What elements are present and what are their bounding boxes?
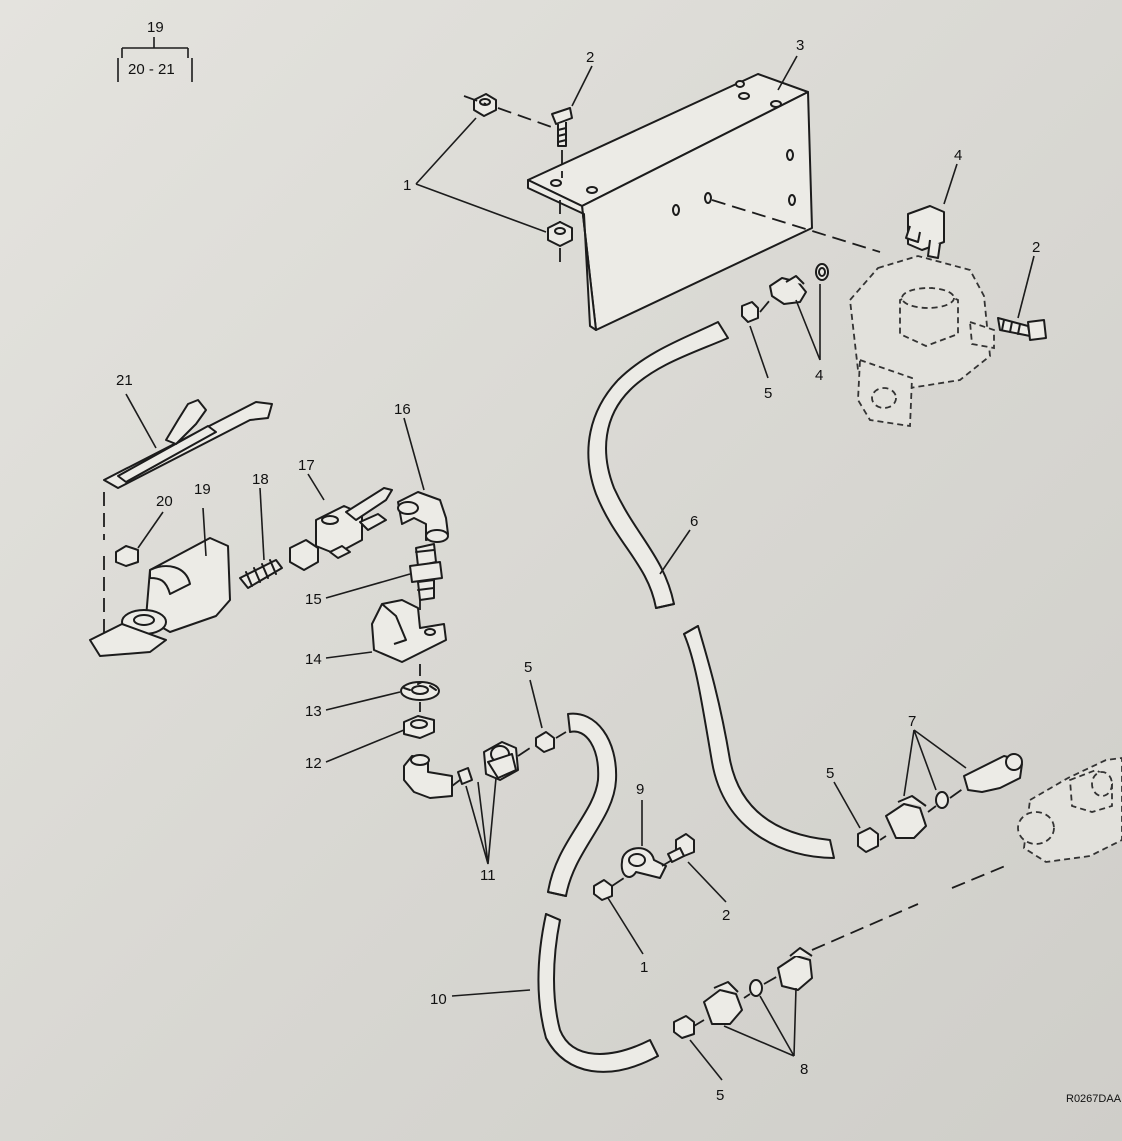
valve-reference	[849, 255, 995, 428]
callout-17: 17	[298, 457, 315, 474]
callout-13: 13	[305, 703, 322, 720]
callout-2-top: 2	[586, 49, 594, 66]
callout-10: 10	[430, 991, 447, 1008]
hose-6	[587, 321, 835, 859]
callout-4-top: 4	[954, 147, 962, 164]
callout-19: 19	[194, 481, 211, 498]
screw-2-lower	[667, 833, 695, 863]
callout-6: 6	[690, 513, 698, 530]
lever-21	[103, 399, 273, 489]
callout-5-upper: 5	[764, 385, 772, 402]
callout-3: 3	[796, 37, 804, 54]
callout-7: 7	[908, 713, 916, 730]
sleeve-11a	[457, 767, 473, 785]
nut-lower	[547, 221, 573, 247]
callout-4-lower: 4	[815, 367, 823, 384]
elbow-11	[403, 754, 453, 799]
callout-18: 18	[252, 471, 269, 488]
callout-11: 11	[480, 867, 496, 884]
fitting-group-4	[769, 263, 829, 305]
insert-5-bottom	[673, 1015, 695, 1039]
fitting-group-7	[885, 753, 1023, 839]
callout-1-top: 1	[403, 177, 411, 194]
callout-20: 20	[156, 493, 173, 510]
header-box-label: 20 - 21	[128, 61, 175, 78]
mounting-bracket	[527, 73, 813, 331]
callout-16: 16	[394, 401, 411, 418]
elbow-fitting-valve	[905, 205, 945, 259]
insert-5-upper	[741, 301, 759, 323]
petcock-17	[289, 487, 393, 571]
nut-upper	[473, 93, 497, 117]
lockwasher-13	[400, 681, 440, 701]
callout-5-bottom: 5	[716, 1087, 724, 1104]
callout-2-right: 2	[1032, 239, 1040, 256]
bracket-14	[371, 599, 447, 663]
bolt-upper	[551, 107, 573, 147]
insert-5-mid	[535, 731, 555, 753]
nut-12	[403, 715, 435, 739]
figure-code: R0267DAA	[1066, 1093, 1122, 1105]
hose-10	[537, 712, 659, 1073]
spring-18	[239, 559, 283, 589]
leader-lines	[125, 55, 1035, 1081]
elbow-16	[397, 491, 449, 543]
bolt-right	[997, 317, 1047, 341]
callout-5-mid: 5	[524, 659, 532, 676]
callout-labels: 3 2 1 4 2 5 4 21 16 17 18 20 19 6 15 14 …	[116, 37, 1040, 1104]
nut-20	[115, 545, 139, 567]
nipple-15	[409, 543, 443, 601]
callout-5-right: 5	[826, 765, 834, 782]
header-number: 19	[147, 19, 164, 36]
callout-15: 15	[305, 591, 322, 608]
callout-8: 8	[800, 1061, 808, 1078]
insert-5-right	[857, 827, 879, 853]
fitting-group-8	[703, 947, 813, 1025]
nut-1-lower	[593, 879, 613, 901]
clamp-9	[620, 847, 667, 879]
callout-14: 14	[305, 651, 322, 668]
bracket-19	[89, 537, 231, 657]
nut-11b	[483, 741, 519, 781]
callout-12: 12	[305, 755, 322, 772]
reference-header: 19 20 - 21	[117, 19, 193, 82]
relay-valve-reference	[1017, 757, 1122, 863]
callout-1-lower: 1	[640, 959, 648, 976]
callout-2-lower: 2	[722, 907, 730, 924]
callout-21: 21	[116, 372, 133, 389]
callout-9: 9	[636, 781, 644, 798]
